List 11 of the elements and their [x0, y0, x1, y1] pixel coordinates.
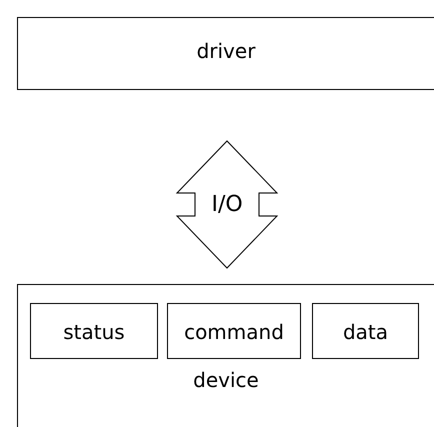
node-label: command [183, 320, 285, 344]
node-label: status [62, 320, 126, 344]
node-label: driver [196, 39, 256, 63]
double-arrow [176, 140, 278, 269]
register-box [312, 303, 419, 359]
device-box [17, 284, 434, 427]
node-label: data [342, 320, 390, 344]
register-box [167, 303, 301, 359]
driver-box [17, 17, 434, 90]
node-label: device [192, 368, 260, 392]
register-box [30, 303, 158, 359]
